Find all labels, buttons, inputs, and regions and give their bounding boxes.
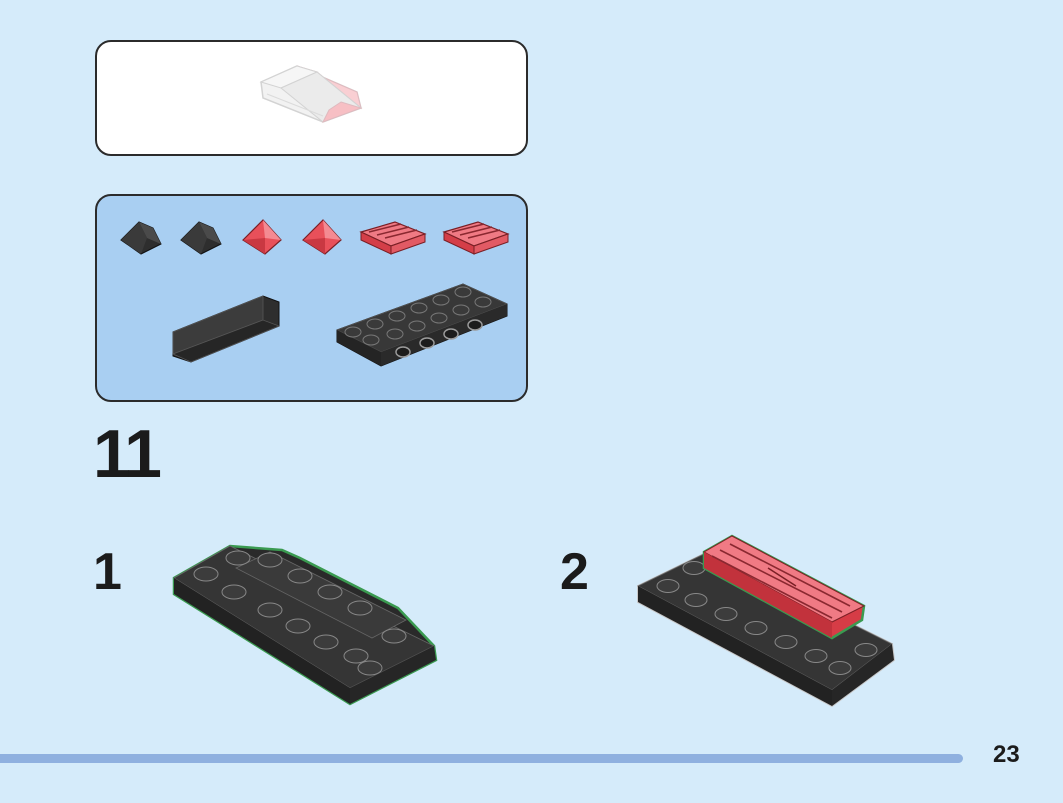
- black-slope-part: [120, 221, 162, 255]
- subassembly-preview-box: [95, 40, 528, 156]
- step-number: 11: [93, 416, 162, 492]
- substep-2-assembly-image: [637, 534, 896, 708]
- substep-number: 2: [560, 543, 589, 601]
- page-number: 23: [993, 741, 1020, 768]
- trans-red-slope-part: [242, 219, 282, 255]
- trans-red-slope-part: [302, 219, 342, 255]
- substep-number: 1: [93, 543, 122, 601]
- parts-list-box: [95, 194, 528, 402]
- subassembly-preview-image: [259, 65, 363, 123]
- black-plate-part: [335, 283, 509, 367]
- substep-1-assembly-image: [172, 544, 438, 706]
- trans-red-grille-tile-part: [359, 221, 427, 255]
- instruction-progress-bar: [0, 754, 963, 763]
- black-bracket-part: [171, 295, 281, 363]
- black-slope-part: [180, 221, 222, 255]
- trans-red-grille-tile-part: [442, 221, 510, 255]
